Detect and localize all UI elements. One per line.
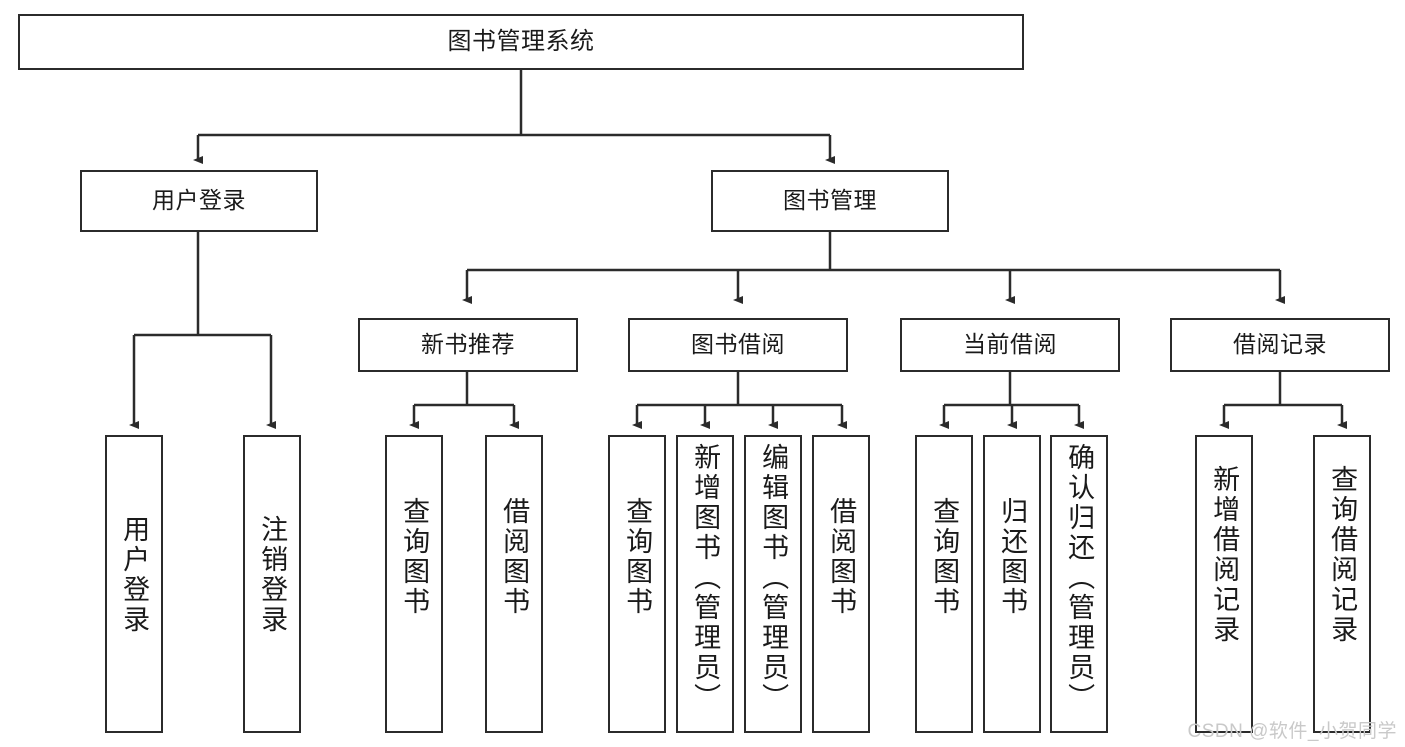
node-label: 借阅图书 <box>499 497 530 617</box>
node-label: 图书管理 <box>783 187 877 214</box>
node-leaf-return-book[interactable]: 归还图书 <box>983 435 1041 733</box>
node-label: 归还图书 <box>997 497 1028 617</box>
node-user-login[interactable]: 用户登录 <box>80 170 318 232</box>
node-book-borrow[interactable]: 图书借阅 <box>628 318 848 372</box>
node-borrow-record[interactable]: 借阅记录 <box>1170 318 1390 372</box>
node-leaf-borrow-book-2[interactable]: 借阅图书 <box>812 435 870 733</box>
node-label: 新增图书（管理员） <box>690 443 721 713</box>
node-label: 图书管理系统 <box>447 27 595 55</box>
node-leaf-user-login[interactable]: 用户登录 <box>105 435 163 733</box>
node-new-book-recommend[interactable]: 新书推荐 <box>358 318 578 372</box>
node-leaf-edit-book[interactable]: 编辑图书（管理员） <box>744 435 802 733</box>
node-label: 新增借阅记录 <box>1209 465 1240 645</box>
node-label: 编辑图书（管理员） <box>758 443 789 713</box>
node-label: 确认归还（管理员） <box>1064 443 1095 713</box>
node-label: 查询借阅记录 <box>1327 465 1358 645</box>
node-leaf-add-book[interactable]: 新增图书（管理员） <box>676 435 734 733</box>
node-leaf-borrow-book-1[interactable]: 借阅图书 <box>485 435 543 733</box>
node-label: 用户登录 <box>152 187 246 214</box>
node-leaf-query-record[interactable]: 查询借阅记录 <box>1313 435 1371 733</box>
node-leaf-query-book-3[interactable]: 查询图书 <box>915 435 973 733</box>
node-label: 查询图书 <box>929 497 960 617</box>
node-label: 新书推荐 <box>421 331 515 358</box>
node-label: 图书借阅 <box>691 331 785 358</box>
watermark-text: CSDN @软件_小贺同学 <box>1187 721 1397 742</box>
node-leaf-query-book-1[interactable]: 查询图书 <box>385 435 443 733</box>
node-leaf-confirm-return[interactable]: 确认归还（管理员） <box>1050 435 1108 733</box>
node-label: 当前借阅 <box>963 331 1057 358</box>
node-book-management[interactable]: 图书管理 <box>711 170 949 232</box>
node-label: 借阅记录 <box>1233 331 1327 358</box>
node-leaf-add-record[interactable]: 新增借阅记录 <box>1195 435 1253 733</box>
node-label: 借阅图书 <box>826 497 857 617</box>
node-leaf-query-book-2[interactable]: 查询图书 <box>608 435 666 733</box>
node-label: 注销登录 <box>257 515 288 635</box>
node-book-management-system[interactable]: 图书管理系统 <box>18 14 1024 70</box>
node-label: 用户登录 <box>119 515 150 635</box>
node-label: 查询图书 <box>399 497 430 617</box>
node-label: 查询图书 <box>622 497 653 617</box>
node-current-borrow[interactable]: 当前借阅 <box>900 318 1120 372</box>
node-leaf-user-logout[interactable]: 注销登录 <box>243 435 301 733</box>
